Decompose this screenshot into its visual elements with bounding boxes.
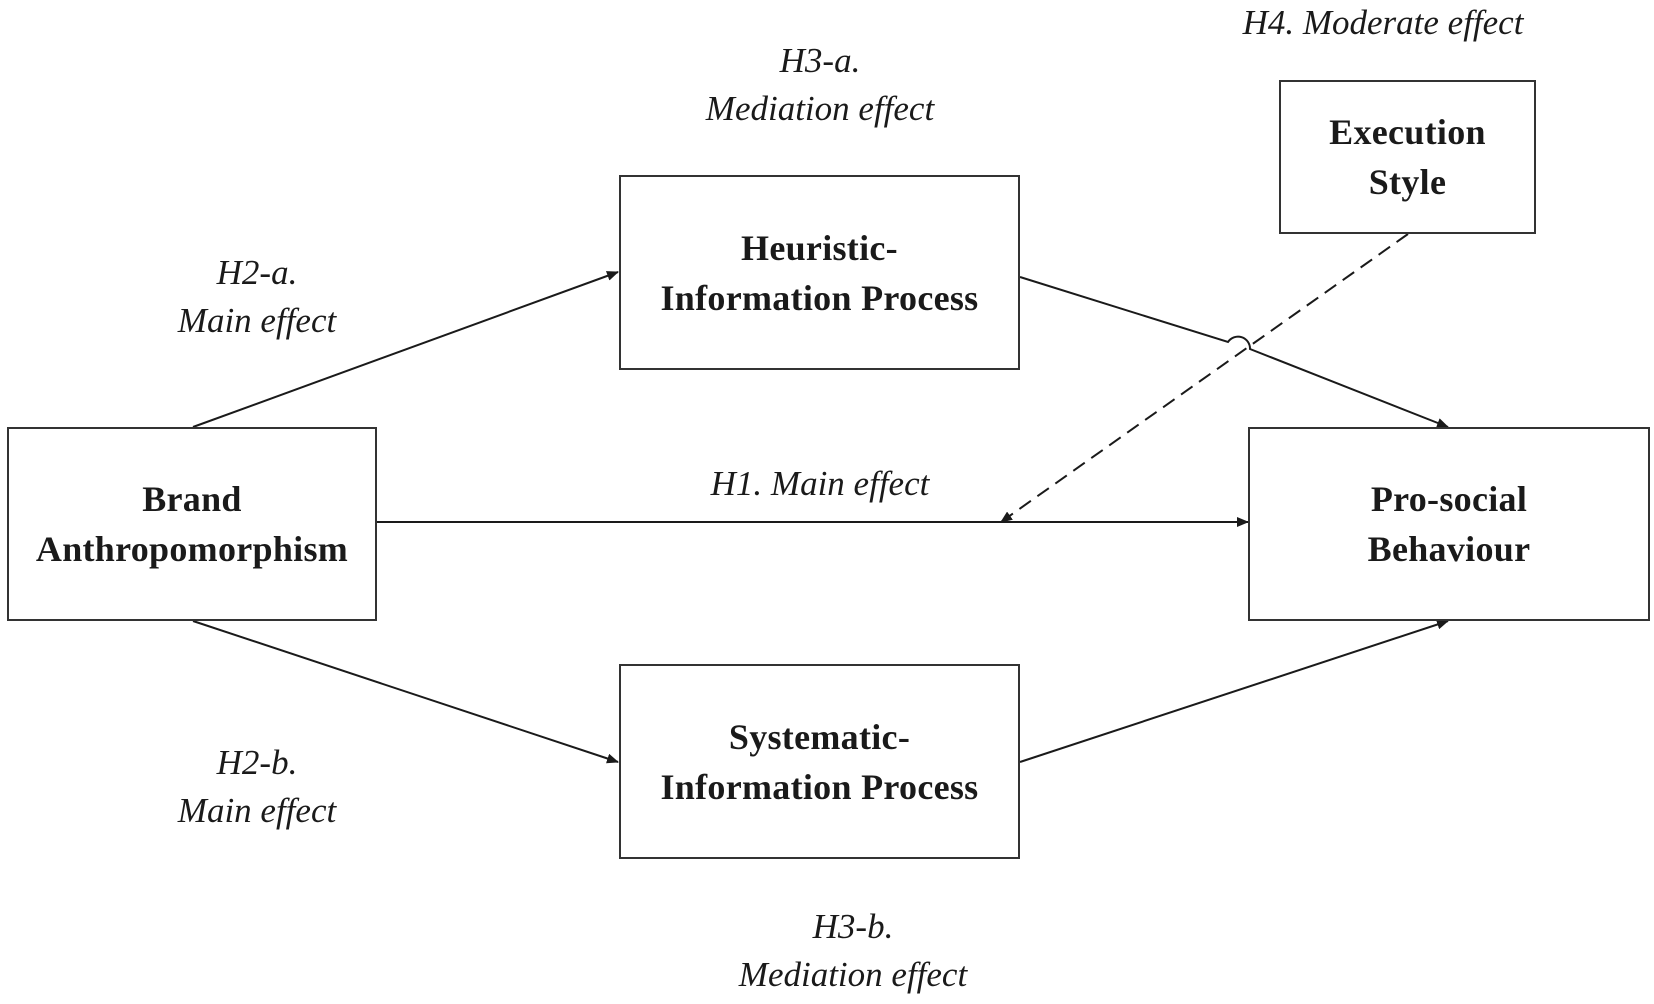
node-execution-style: Execution Style [1279,80,1536,234]
node-systematic-line-2: Information Process [660,766,979,807]
node-brand-line-1: Brand [142,479,242,519]
arrow-h2a-brand-to-heuristic [192,271,619,428]
arrow-h3a-heuristic-to-prosocial [1019,276,1449,428]
node-execution-line-2: Style [1368,162,1447,202]
label-h2a-line-2: Main effect [177,301,337,340]
label-h3b-line-1: H3-b. [812,907,894,946]
label-h3b-line-2: Mediation effect [738,955,968,994]
node-execution-line-1: Execution [1329,112,1486,152]
node-prosocial-line-1: Pro-social [1370,479,1528,519]
node-prosocial-behaviour: Pro-social Behaviour [1248,427,1650,621]
label-h4: H4. Moderate effect [1193,0,1573,47]
label-h3a-line-1: H3-a. [779,41,861,80]
label-h2b: H2-b. Main effect [137,739,377,835]
node-prosocial-line-2: Behaviour [1367,529,1531,569]
node-heuristic-line-1: Heuristic- [741,227,898,268]
node-systematic-line-1: Systematic- [728,716,911,757]
arrow-h3b-systematic-to-prosocial [1019,619,1449,763]
label-h3b: H3-b. Mediation effect [693,903,1013,999]
node-brand-line-2: Anthropomorphism [35,529,349,569]
node-heuristic-line-2: Information Process [660,277,979,318]
label-h2a: H2-a. Main effect [137,249,377,345]
node-heuristic-information-process: Heuristic- Information Process [619,175,1020,370]
label-h1-line-1: H1. Main effect [710,464,930,503]
label-h3a: H3-a. Mediation effect [660,37,980,133]
arrow-h4-moderation-dashed [1000,233,1409,523]
label-h2b-line-1: H2-b. [216,743,298,782]
node-brand-anthropomorphism: Brand Anthropomorphism [7,427,377,621]
label-h2b-line-2: Main effect [177,791,337,830]
node-systematic-information-process: Systematic- Information Process [619,664,1020,859]
label-h2a-line-1: H2-a. [216,253,298,292]
arrow-h2b-brand-to-systematic [192,620,619,764]
label-h4-line-1: H4. Moderate effect [1242,3,1524,42]
label-h3a-line-2: Mediation effect [705,89,935,128]
label-h1: H1. Main effect [670,460,970,508]
